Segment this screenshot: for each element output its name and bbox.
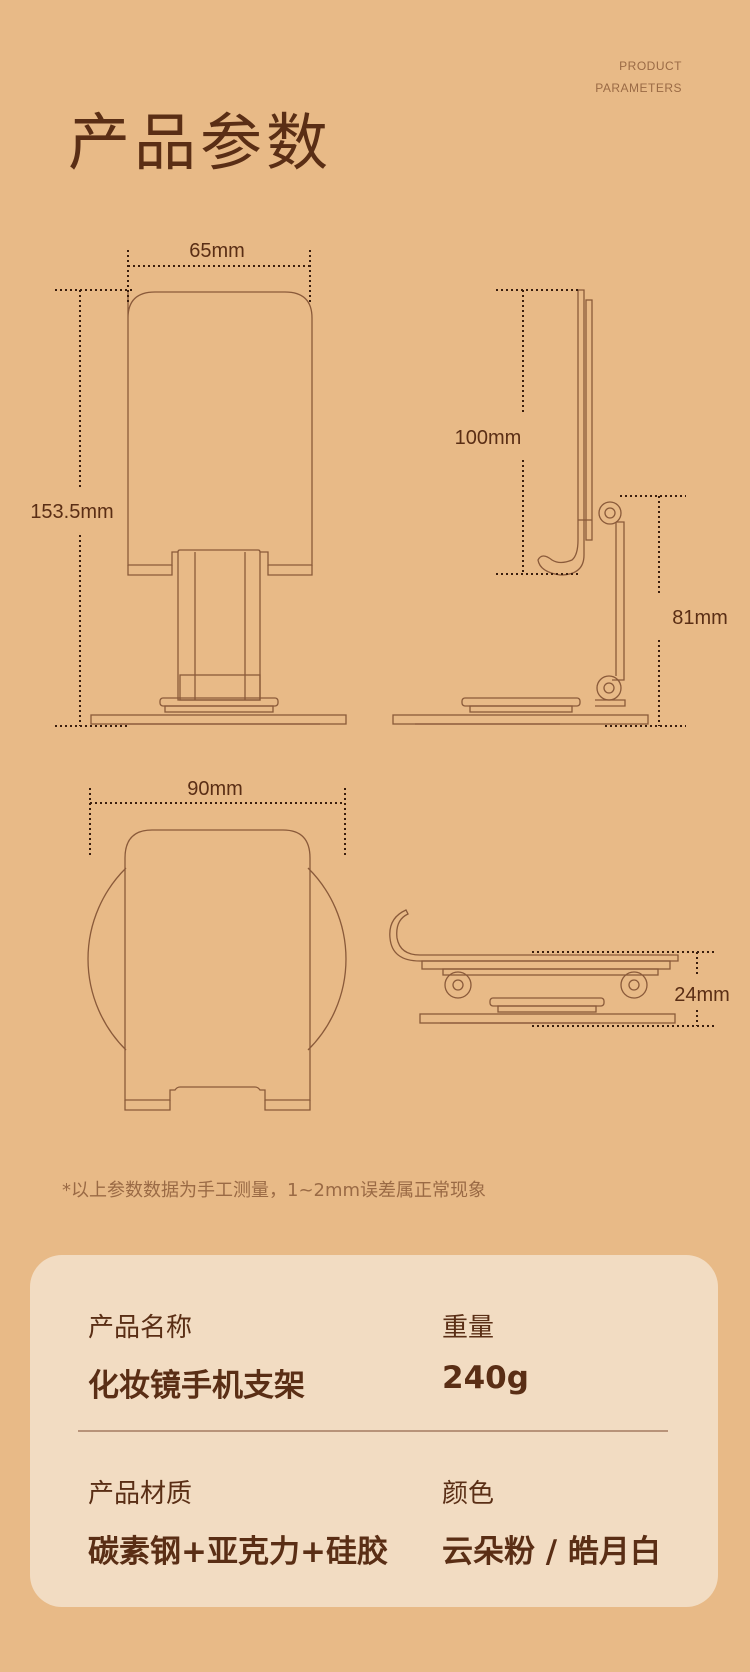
measurement-note: *以上参数数据为手工测量，1~2mm误差属正常现象	[62, 1180, 487, 1201]
side-view-drawing	[392, 289, 649, 725]
folded-view-drawing	[389, 909, 679, 1024]
dim-label-side-upper: 100mm	[455, 427, 522, 449]
dim-label-base-width: 90mm	[187, 778, 243, 800]
spec-card: 产品名称 化妆镜手机支架 重量 240g 产品材质 碳素钢+亚克力+硅胶 颜色 …	[30, 1255, 718, 1607]
section-tag: PRODUCT PARAMETERS	[595, 55, 682, 99]
spec-name-value: 化妆镜手机支架	[88, 1368, 305, 1404]
dim-label-side-lower: 81mm	[672, 607, 728, 629]
spec-product-name: 产品名称 化妆镜手机支架	[88, 1307, 305, 1405]
spec-name-label: 产品名称	[88, 1313, 193, 1343]
dim-label-folded-height: 24mm	[674, 984, 730, 1006]
spec-weight: 重量 240g	[442, 1307, 529, 1396]
spec-color-label: 颜色	[442, 1479, 495, 1509]
spec-weight-value: 240g	[442, 1360, 529, 1396]
page-title: 产品参数	[68, 106, 333, 179]
spec-divider	[78, 1430, 668, 1432]
dim-label-height-total: 153.5mm	[30, 501, 113, 523]
product-drawings: 65mm 153.5mm 100mm 81mm 90mm 24mm	[30, 240, 730, 1111]
back-view-drawing	[87, 829, 347, 1111]
tag-line-product: PRODUCT	[619, 59, 682, 73]
spec-weight-label: 重量	[442, 1313, 495, 1343]
spec-material: 产品材质 碳素钢+亚克力+硅胶	[88, 1473, 388, 1571]
spec-material-label: 产品材质	[88, 1479, 193, 1509]
front-view-drawing	[90, 291, 347, 725]
spec-color: 颜色 云朵粉 / 皓月白	[442, 1473, 661, 1571]
spec-material-value: 碳素钢+亚克力+硅胶	[88, 1534, 388, 1570]
tag-line-parameters: PARAMETERS	[595, 81, 682, 95]
dim-label-width-top: 65mm	[189, 240, 245, 262]
spec-color-value: 云朵粉 / 皓月白	[442, 1534, 661, 1570]
